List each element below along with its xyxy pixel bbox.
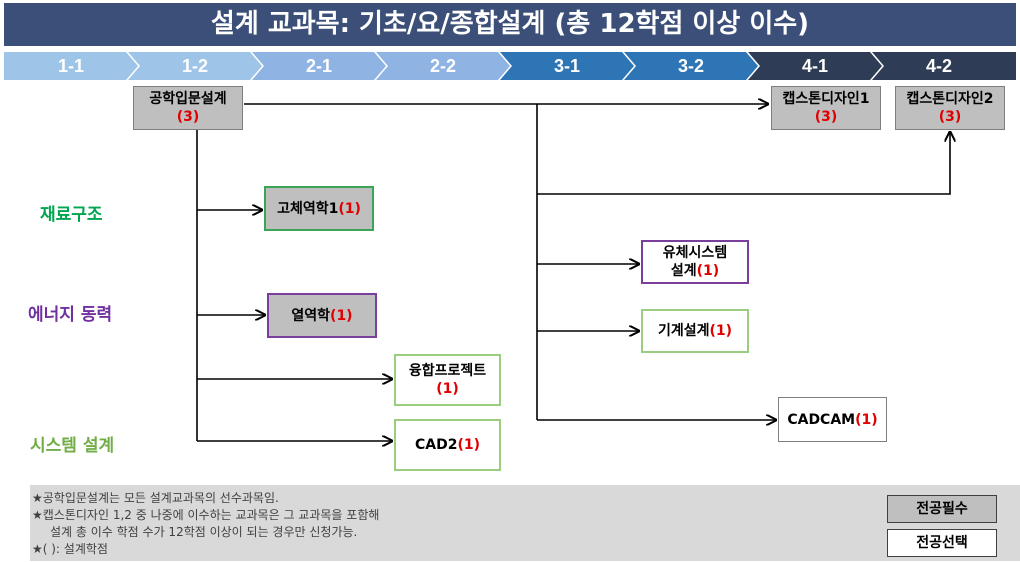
note-capstone: ★캡스톤디자인 1,2 중 나중에 이수하는 교과목은 그 교과목을 포함해 [32, 508, 380, 522]
category-system: 시스템 설계 [30, 436, 115, 456]
course-credit: (1) [696, 263, 720, 279]
course-name: CAD2 [414, 437, 458, 453]
legend-elective: 전공선택 [887, 529, 997, 557]
arrow-to-capstone2 [537, 132, 950, 195]
course-capstone2: 캡스톤디자인2 (3) [895, 86, 1005, 130]
course-capstone1: 캡스톤디자인1 (3) [771, 86, 881, 130]
course-credit: (1) [855, 411, 878, 428]
semester-label: 2-2 [429, 56, 456, 76]
course-name: 공학입문설계 [149, 91, 227, 107]
semester-label: 3-2 [677, 56, 704, 76]
course-credit: (1) [436, 381, 459, 397]
semester-chevron-2-1 [252, 52, 386, 80]
semester-label: 2-1 [305, 56, 332, 76]
course-credit: (3) [176, 109, 200, 125]
semester-label: 4-2 [925, 56, 952, 76]
course-name: CADCAM [787, 411, 856, 428]
note-capstone-condition: 설계 총 이수 학점 수가 12학점 이상이 되는 경우만 신청가능. [50, 525, 358, 539]
course-name-line1: 유체시스템 [662, 245, 728, 261]
course-credit: (1) [709, 323, 733, 339]
notes-panel [30, 485, 1020, 561]
semester-chevron-1-1 [4, 52, 138, 80]
course-name: 기계설계 [657, 323, 710, 339]
course-convergence-project: 융합프로젝트 (1) [394, 354, 501, 406]
course-name-line2: 설계 [670, 263, 697, 279]
course-name: 열역학 [291, 307, 331, 324]
course-engineering-intro: 공학입문설계 (3) [133, 86, 243, 130]
semester-chevron-1-2 [128, 52, 262, 80]
semester-label: 1-2 [181, 56, 208, 76]
course-fluid-system-design: 유체시스템 설계(1) [641, 240, 749, 284]
semester-label: 1-1 [57, 56, 84, 76]
semester-chevron-4-2 [872, 52, 1016, 80]
course-credit: (1) [338, 200, 361, 217]
semester-chevron-2-2 [376, 52, 510, 80]
course-machine-design: 기계설계 (1) [641, 309, 749, 353]
semester-label: 4-1 [801, 56, 828, 76]
course-cadcam: CADCAM (1) [778, 397, 887, 442]
course-cad2: CAD2 (1) [394, 419, 501, 471]
note-prerequisite: ★공학입문설계는 모든 설계교과목의 선수과목임. [32, 491, 279, 505]
semester-label: 3-1 [553, 56, 580, 76]
note-credit-legend: ★( ): 설계학점 [32, 542, 108, 556]
course-name: 융합프로젝트 [408, 363, 487, 379]
course-credit: (3) [814, 109, 838, 125]
page-title: 설계 교과목: 기초/요/종합설계 (총 12학점 이상 이수) [4, 3, 1016, 46]
category-energy: 에너지 동력 [28, 305, 113, 325]
course-thermodynamics: 열역학 (1) [267, 293, 377, 338]
legend-required: 전공필수 [887, 495, 997, 523]
course-credit: (1) [457, 437, 481, 453]
course-name: 캡스톤디자인1 [782, 91, 870, 107]
course-name: 고체역학1 [277, 200, 339, 217]
course-name: 캡스톤디자인2 [906, 91, 994, 107]
course-credit: (3) [938, 109, 962, 125]
course-credit: (1) [330, 307, 353, 324]
semester-chevron-3-2 [624, 52, 758, 80]
semester-chevron-4-1 [748, 52, 882, 80]
course-solid-mechanics: 고체역학1 (1) [264, 186, 374, 231]
semester-chevron-3-1 [500, 52, 634, 80]
category-materials: 재료구조 [40, 205, 103, 225]
